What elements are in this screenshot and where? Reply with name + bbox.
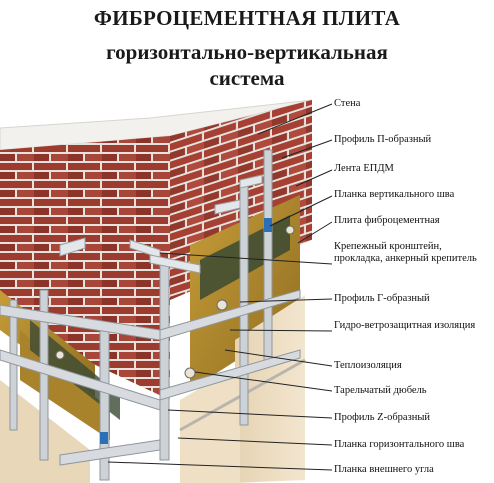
label-vertical-seam-strip: Планка вертикального шва (334, 189, 455, 200)
membrane-left (30, 320, 120, 420)
label-profile-z: Профиль Z-образный (334, 412, 431, 423)
dowels (55, 225, 295, 379)
fiber-cement-panel-right (235, 295, 305, 483)
vertical-profiles (9, 149, 273, 481)
label-insulation: Теплоизоляция (334, 360, 402, 371)
label-fiber-cement-panel: Плита фиброцементная (334, 215, 440, 226)
corner-tape-mark (100, 432, 108, 444)
title-line-2: горизонтально-вертикальная (106, 40, 388, 64)
label-dowel: Тарельчатый дюбель (334, 385, 427, 396)
epdm-tape-mark (264, 218, 272, 232)
label-profile-p: Профиль П-образный (334, 134, 432, 145)
label-membrane: Гидро-ветрозащитная изоляция (334, 320, 476, 331)
wall-brackets (59, 174, 263, 274)
label-bracket: Крепежный кронштейн, прокладка, анкерный… (334, 241, 477, 264)
label-wall: Стена (334, 98, 361, 109)
title-line-1: ФИБРОЦЕМЕНТНАЯ ПЛИТА (93, 6, 401, 30)
label-epdm-tape: Лента ЕПДМ (334, 163, 394, 174)
label-horizontal-seam-strip: Планка горизонтального шва (334, 439, 465, 450)
horizontal-profiles (0, 289, 301, 466)
fiber-cement-panel-right-2 (180, 365, 240, 483)
label-profile-g: Профиль Г-образный (334, 293, 430, 304)
title-line-3: система (209, 66, 285, 90)
label-outer-corner-strip: Планка внешнего угла (334, 464, 434, 475)
leader-lines (107, 103, 333, 471)
